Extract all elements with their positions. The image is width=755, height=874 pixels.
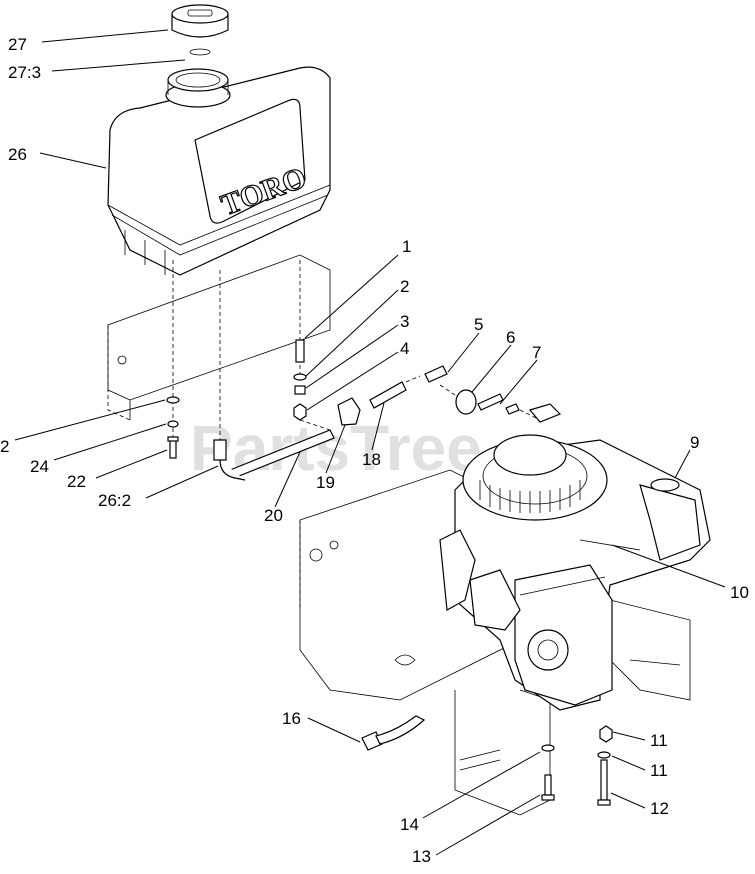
callout-12: 12 [650,799,669,818]
callout-20: 20 [264,506,283,525]
elbow-fitting [361,715,426,751]
fuel-tank: TORO [107,66,331,276]
callout-6: 6 [506,328,515,347]
callout-3: 3 [400,312,409,331]
callout-9: 9 [690,433,699,452]
callout-18: 18 [362,450,381,469]
callout-16: 16 [282,709,301,728]
callout-19: 19 [316,473,335,492]
fuel-cap [171,4,229,56]
callout-labels: 27 27:3 26 1 2 3 4 5 6 7 2 24 22 26:2 20… [0,35,749,866]
callout-13: 13 [412,847,431,866]
fuel-shutoff-valve [213,270,246,481]
callout-2a: 2 [400,277,409,296]
callout-22: 22 [67,472,86,491]
callout-5: 5 [474,315,483,334]
callout-24: 24 [30,457,49,476]
callout-27: 27 [8,35,27,54]
tank-mount-fasteners [166,260,180,459]
engine [439,403,711,711]
callout-14: 14 [400,815,419,834]
fuel-line-parts [229,260,541,479]
callout-4: 4 [400,339,409,358]
callout-26: 26 [8,145,27,164]
engine-mount-fasteners [541,725,613,806]
callout-11b: 11 [650,761,668,780]
leader-lines [14,29,726,856]
callout-26-2: 26:2 [98,491,131,510]
callout-7: 7 [532,343,541,362]
callout-11a: 11 [650,731,668,750]
callout-10: 10 [730,583,749,602]
callout-1: 1 [402,237,411,256]
callout-2b: 2 [0,437,9,456]
callout-27-3: 27:3 [8,63,41,82]
